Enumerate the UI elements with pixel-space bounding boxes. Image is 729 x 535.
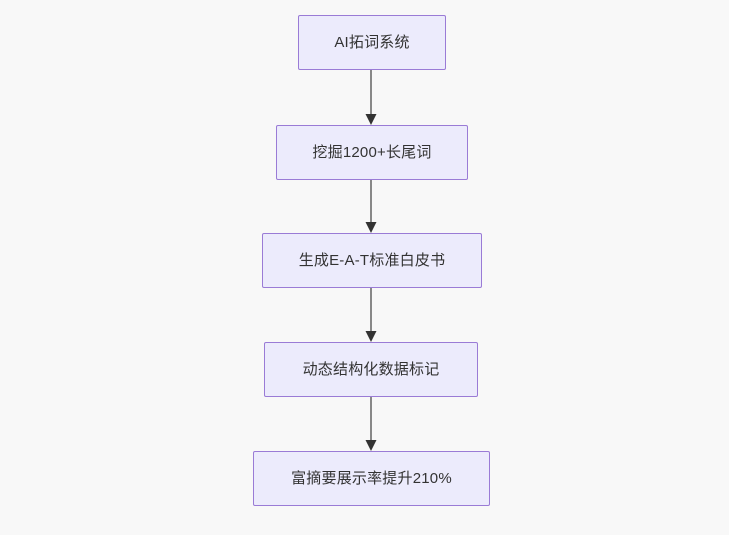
edge-arrow-icon bbox=[365, 180, 377, 233]
flow-node-label: AI拓词系统 bbox=[334, 33, 410, 51]
edge-arrow-icon bbox=[365, 288, 377, 342]
edge-arrow-icon bbox=[365, 70, 377, 125]
flow-node-mine-longtail-keywords[interactable]: 挖掘1200+长尾词 bbox=[276, 125, 468, 180]
flow-node-label: 挖掘1200+长尾词 bbox=[312, 143, 432, 161]
flow-node-ai-keyword-system[interactable]: AI拓词系统 bbox=[298, 15, 446, 70]
flow-node-dynamic-structured-data[interactable]: 动态结构化数据标记 bbox=[264, 342, 478, 397]
flow-node-label: 生成E-A-T标准白皮书 bbox=[298, 251, 446, 269]
flow-edge-n1-n2 bbox=[363, 70, 379, 125]
flow-edge-n4-n5 bbox=[363, 397, 379, 451]
flow-node-label: 富摘要展示率提升210% bbox=[291, 469, 452, 487]
flow-node-rich-snippet-uplift[interactable]: 富摘要展示率提升210% bbox=[253, 451, 490, 506]
edge-arrow-icon bbox=[365, 397, 377, 451]
flow-edge-n2-n3 bbox=[363, 180, 379, 233]
flow-node-generate-eat-whitepaper[interactable]: 生成E-A-T标准白皮书 bbox=[262, 233, 482, 288]
flow-edge-n3-n4 bbox=[363, 288, 379, 342]
flow-node-label: 动态结构化数据标记 bbox=[302, 360, 440, 378]
